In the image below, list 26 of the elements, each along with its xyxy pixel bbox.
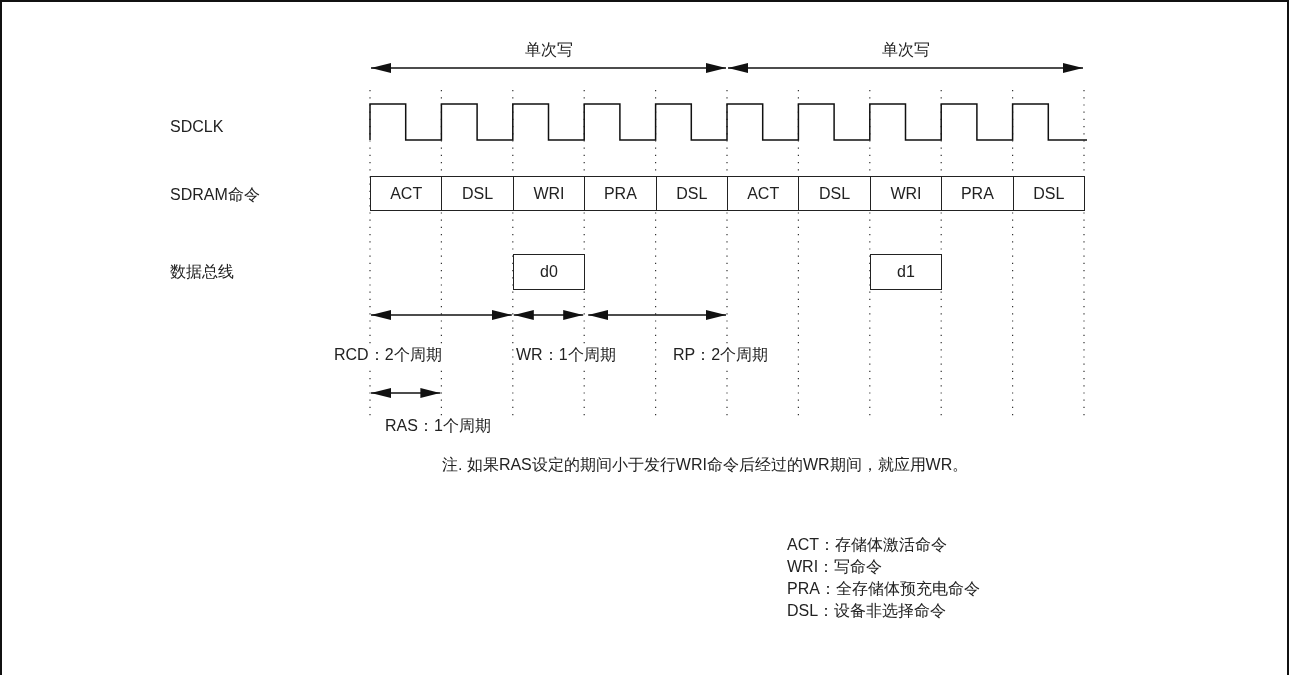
command-box: PRA xyxy=(584,176,657,211)
timing-label: WR：1个周期 xyxy=(515,345,617,365)
command-box: DSL xyxy=(798,176,871,211)
span-label: 单次写 xyxy=(524,40,573,60)
span-label: 单次写 xyxy=(881,40,930,60)
command-box: DSL xyxy=(655,176,728,211)
note-text: 注. 如果RAS设定的期间小于发行WRI命令后经过的WR期间，就应用WR。 xyxy=(442,455,969,475)
signal-name: SDRAM命令 xyxy=(170,185,260,205)
timing-label: RCD：2个周期 xyxy=(333,345,443,365)
command-box: ACT xyxy=(370,176,443,211)
command-box: DSL xyxy=(441,176,514,211)
command-box: DSL xyxy=(1012,176,1085,211)
signal-name: SDCLK xyxy=(170,117,224,137)
data-box: d0 xyxy=(512,254,586,290)
definition-text: WRI：写命令 xyxy=(787,557,883,577)
timing-label: RAS：1个周期 xyxy=(384,416,492,436)
definition-text: ACT：存储体激活命令 xyxy=(787,535,947,555)
signal-name: 数据总线 xyxy=(170,262,234,282)
command-box: WRI xyxy=(512,176,586,211)
command-box: PRA xyxy=(941,176,1014,211)
command-box: ACT xyxy=(727,176,800,211)
definition-text: DSL：设备非选择命令 xyxy=(787,601,947,621)
data-box: d1 xyxy=(869,254,943,290)
timing-label: RP：2个周期 xyxy=(672,345,770,365)
command-box: WRI xyxy=(869,176,943,211)
definition-text: PRA：全存储体预充电命令 xyxy=(787,579,980,599)
